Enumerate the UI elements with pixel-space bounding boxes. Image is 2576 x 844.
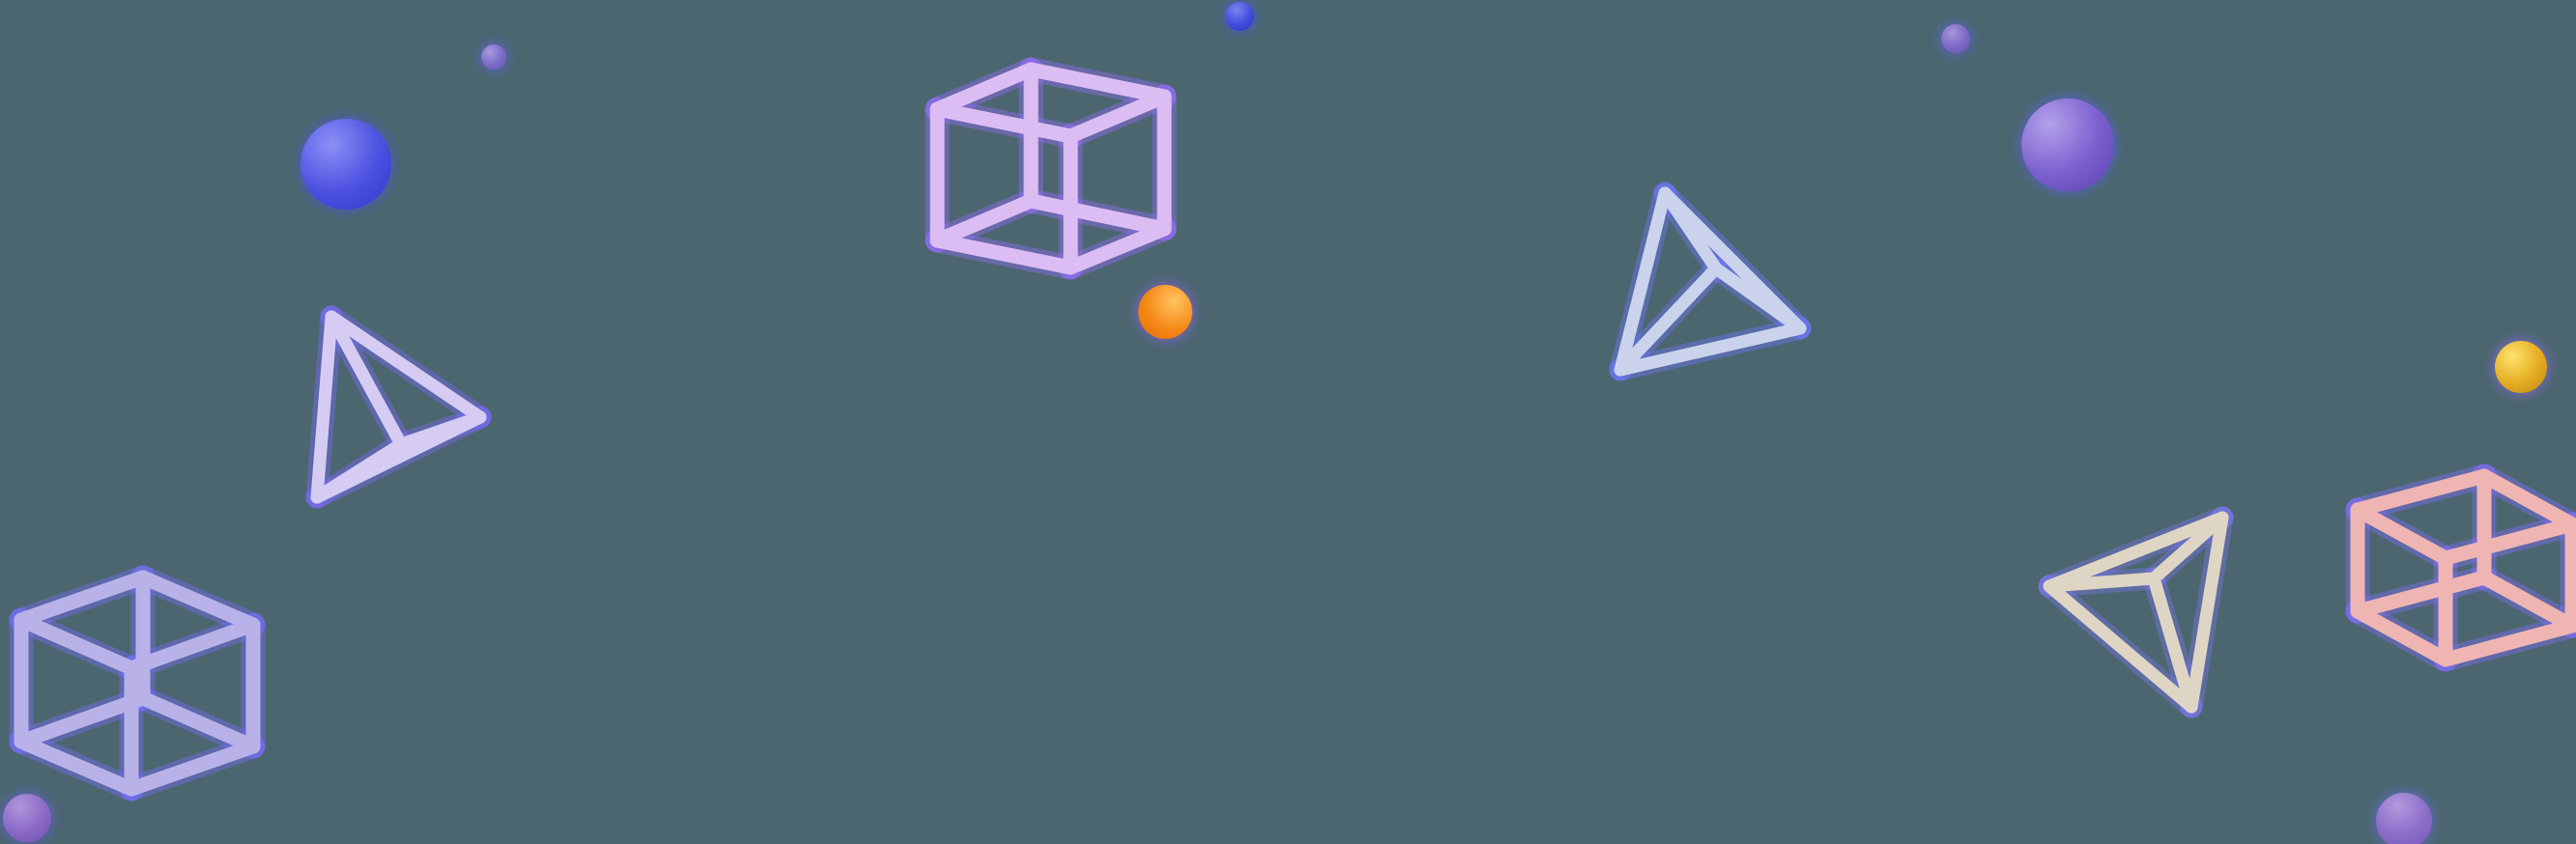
- sphere-purple-large-right: [2021, 98, 2114, 191]
- wireframe-tetrahedron-lavender-left: [305, 305, 492, 509]
- sphere-purple-bottom-right: [2376, 793, 2432, 844]
- wireframe-cube-pink-bottom-right: [2345, 464, 2576, 672]
- wireframe-tetrahedron-periwinkle-right: [1609, 182, 1812, 381]
- sphere-gold-right: [2495, 341, 2547, 393]
- wireframe-tetrahedron-beige-bottom-right: [2038, 506, 2234, 718]
- sphere-blue-large-left: [301, 119, 391, 210]
- wireframe-cube-periwinkle-bottom-left: [9, 565, 266, 802]
- wireframe-cube-orchid-top-center: [925, 57, 1177, 280]
- sphere-purple-small-top-right: [1941, 24, 1970, 53]
- sphere-orange-center: [1138, 285, 1192, 339]
- sphere-purple-bottom-left: [3, 794, 51, 842]
- sphere-blue-small-top-center: [1225, 2, 1254, 31]
- sphere-purple-small-top-left: [481, 44, 506, 70]
